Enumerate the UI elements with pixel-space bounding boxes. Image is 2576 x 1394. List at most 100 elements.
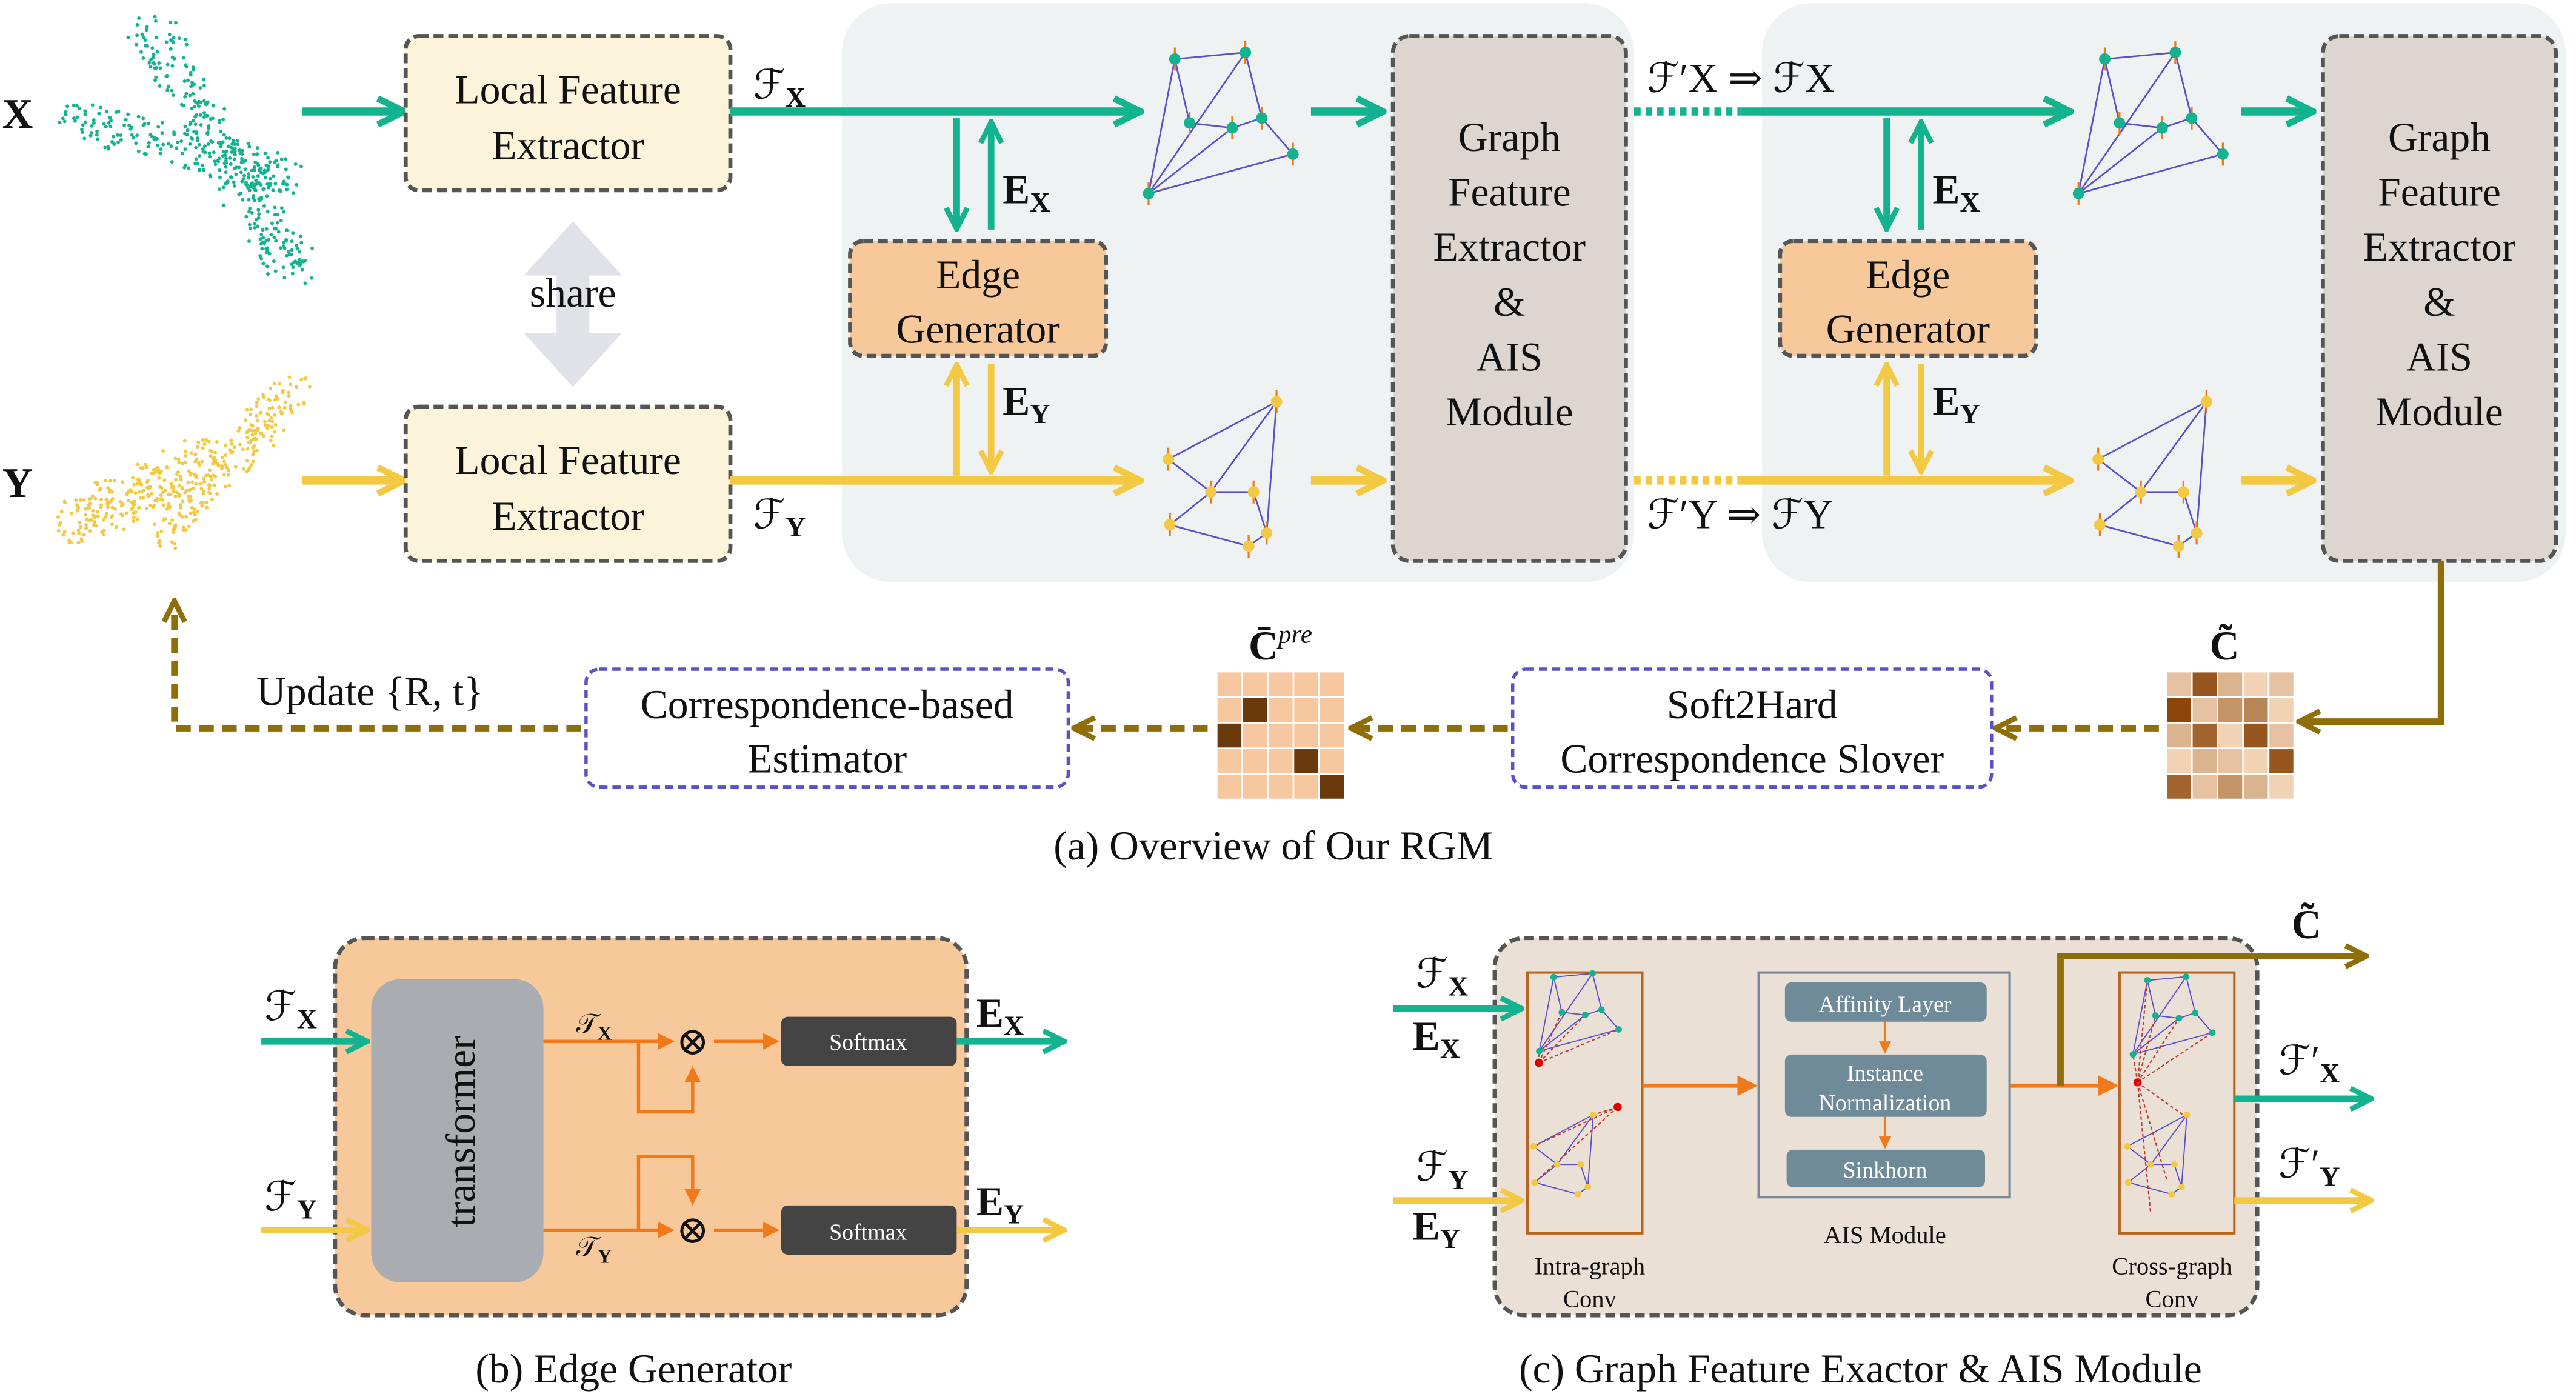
point	[287, 394, 291, 398]
point	[281, 265, 285, 270]
graph-edge	[2183, 492, 2198, 533]
point	[151, 55, 155, 59]
point	[137, 505, 141, 510]
point	[143, 462, 147, 467]
point	[95, 133, 99, 137]
point	[121, 502, 125, 506]
point	[239, 156, 244, 161]
instance-normalization	[1784, 1054, 1987, 1117]
local-feature-extractor-y: Local Feature Extractor	[403, 404, 733, 563]
point	[273, 181, 278, 185]
point	[132, 482, 136, 487]
point	[263, 175, 267, 179]
point	[179, 477, 183, 481]
point	[155, 469, 159, 473]
otimes-x-icon: ⊗	[676, 1020, 709, 1064]
point	[282, 246, 287, 250]
point	[177, 461, 181, 464]
point	[75, 104, 79, 108]
point	[202, 476, 205, 481]
point	[139, 50, 143, 54]
point	[177, 36, 181, 41]
point	[263, 423, 267, 427]
graph-edge	[2185, 976, 2196, 1013]
graph-node	[2129, 1051, 2137, 1058]
svg-text:Sinkhorn: Sinkhorn	[1843, 1158, 1927, 1183]
point	[195, 132, 199, 136]
point	[249, 439, 253, 443]
point	[93, 514, 97, 518]
point	[76, 541, 81, 545]
point	[203, 144, 207, 148]
point	[285, 228, 289, 233]
point	[272, 235, 276, 239]
point	[250, 181, 254, 185]
graph-node	[1143, 187, 1155, 199]
point	[222, 133, 226, 137]
point	[184, 515, 189, 519]
point	[179, 505, 183, 510]
point	[146, 478, 150, 482]
point	[254, 178, 258, 182]
svg-text:Correspondence-based: Correspondence-based	[641, 682, 1014, 727]
point	[82, 533, 86, 537]
point	[255, 413, 259, 418]
point	[176, 141, 180, 145]
point	[224, 444, 228, 448]
caption-c: (c) Graph Feature Exactor & AIS Module	[1519, 1346, 2202, 1392]
point	[282, 405, 287, 410]
point	[261, 240, 265, 244]
point	[241, 467, 245, 471]
point	[135, 33, 139, 38]
point	[179, 139, 184, 143]
point	[253, 431, 258, 435]
point	[255, 146, 259, 150]
point	[235, 139, 239, 143]
point	[273, 430, 277, 434]
point	[227, 136, 232, 141]
graph-edge	[2078, 127, 2163, 195]
point	[256, 429, 260, 433]
point	[258, 198, 262, 202]
point	[92, 121, 96, 125]
share-arrow-icon	[524, 221, 622, 387]
point	[247, 172, 251, 176]
caption-b: (b) Edge Generator	[475, 1346, 792, 1392]
point	[83, 513, 87, 517]
point	[93, 481, 98, 485]
point	[134, 42, 138, 47]
point	[184, 63, 188, 67]
graph-edge	[1148, 127, 1233, 195]
graph-edge	[2127, 1146, 2152, 1165]
point	[147, 61, 152, 65]
point	[251, 452, 255, 456]
gfe-label: Graph	[2388, 115, 2491, 160]
point	[266, 272, 270, 276]
point	[298, 250, 302, 254]
point	[184, 453, 188, 458]
point	[290, 239, 294, 244]
point	[135, 482, 139, 486]
matrix-cell	[2167, 672, 2191, 696]
point	[159, 493, 163, 498]
point	[146, 145, 150, 149]
point	[271, 188, 275, 193]
point	[216, 141, 221, 145]
point	[205, 505, 209, 510]
point	[190, 480, 195, 484]
point	[238, 442, 242, 447]
point	[138, 478, 142, 482]
ey-label: EY	[1932, 379, 1980, 430]
point	[63, 501, 67, 505]
point	[270, 405, 275, 410]
point	[255, 449, 259, 453]
point	[284, 239, 288, 243]
point	[303, 281, 307, 285]
svg-text:Softmax: Softmax	[829, 1220, 907, 1246]
point	[183, 147, 187, 152]
anchor-node	[1535, 1058, 1543, 1067]
point	[165, 62, 170, 67]
point	[276, 150, 280, 155]
point	[249, 184, 252, 188]
